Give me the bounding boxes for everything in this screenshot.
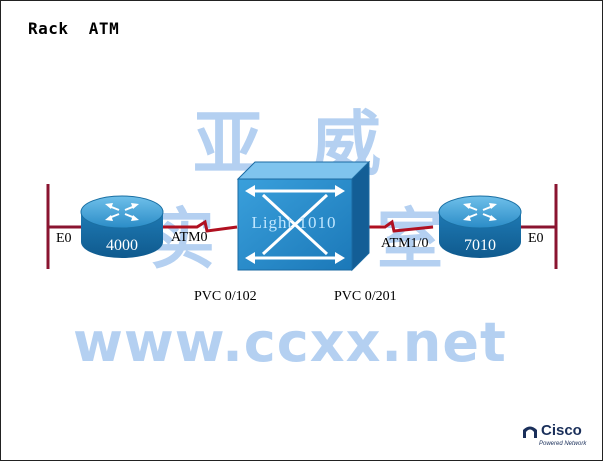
switch-arrows-icon [245, 185, 345, 264]
router-left-name: 4000 [106, 237, 138, 254]
ethernet-segment-right [521, 184, 558, 269]
router-4000[interactable] [80, 195, 164, 258]
watermark-char-5: 室 [377, 201, 443, 278]
switch-name: Light 1010 [251, 213, 337, 232]
interface-atm1-0: ATM1/0 [381, 236, 429, 251]
ethernet-segment-left [46, 184, 81, 269]
pvc-right-label: PVC 0/201 [334, 289, 397, 304]
router-arrows-icon [463, 203, 497, 221]
atm-switch[interactable] [236, 160, 371, 272]
atm-link-left [163, 219, 238, 233]
router-7010[interactable] [438, 195, 522, 258]
interface-atm0: ATM0 [171, 230, 208, 245]
watermark-url: www.ccxx.net [73, 311, 507, 374]
interface-e0-left: E0 [56, 231, 72, 246]
atm-link-right [355, 219, 434, 233]
page-title: Rack ATM [28, 19, 120, 38]
cisco-brand: Cisco [541, 422, 582, 439]
cisco-bridge-icon [523, 426, 537, 438]
router-right-name: 7010 [464, 237, 496, 254]
router-arrows-icon [105, 203, 139, 221]
cisco-logo: Cisco Powered Network [522, 421, 594, 451]
interface-e0-right: E0 [528, 231, 544, 246]
cisco-tagline: Powered Network [539, 441, 587, 447]
pvc-left-label: PVC 0/102 [194, 289, 257, 304]
